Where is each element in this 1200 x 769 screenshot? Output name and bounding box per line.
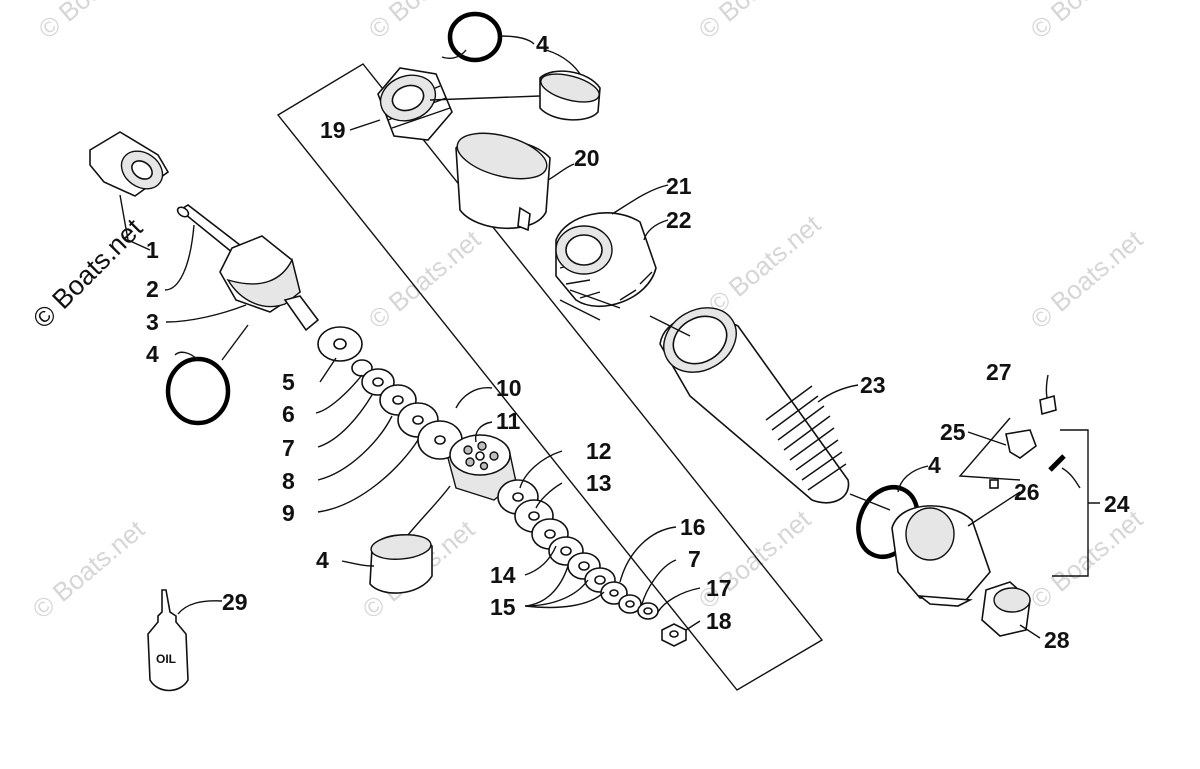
callout-17: 17 — [706, 575, 732, 601]
part-lower-bushing — [981, 581, 1031, 637]
part-shock-body — [659, 307, 850, 504]
watermark: © Boats.net — [703, 209, 827, 320]
watermark: © Boats.net — [1025, 0, 1149, 45]
callout-18: 18 — [706, 608, 732, 634]
watermark: © Boats.net — [1025, 224, 1149, 335]
bottle-label: OIL — [156, 652, 176, 666]
part-schrader-valve — [989, 394, 1066, 489]
callout-9: 9 — [282, 500, 295, 526]
part-piston — [447, 434, 517, 501]
callout-29: 29 — [222, 589, 248, 615]
part-sleeve — [455, 132, 551, 232]
watermark: © Boats.net — [363, 0, 487, 45]
callout-27: 27 — [986, 359, 1012, 385]
part-lower-eye — [891, 505, 991, 607]
watermark: © Boats.net — [363, 224, 487, 335]
callout-labels: 1 2 3 4 4 4 4 5 6 7 7 8 9 10 11 12 13 14… — [146, 31, 1130, 653]
part-seal-head — [377, 67, 453, 141]
callout-19: 19 — [320, 117, 346, 143]
part-upper-bushing — [89, 131, 170, 197]
callout-22: 22 — [666, 207, 692, 233]
watermark: © Boats.net — [27, 514, 151, 625]
callout-23: 23 — [860, 372, 886, 398]
callout-6: 6 — [282, 401, 295, 427]
part-band — [369, 534, 433, 594]
leader-lines — [119, 35, 1100, 639]
callout-4: 4 — [146, 341, 159, 367]
part-oil-bottle: OIL — [147, 589, 189, 692]
callout-13: 13 — [586, 470, 612, 496]
callout-10: 10 — [496, 375, 522, 401]
callout-14: 14 — [490, 562, 516, 588]
callout-20: 20 — [574, 145, 600, 171]
callout-4: 4 — [316, 547, 329, 573]
callout-4: 4 — [536, 31, 549, 57]
callout-15: 15 — [490, 594, 516, 620]
callout-21: 21 — [666, 173, 692, 199]
part-o-ring — [447, 11, 503, 63]
callout-11: 11 — [496, 408, 521, 434]
callout-8: 8 — [282, 468, 295, 494]
callout-4: 4 — [928, 452, 941, 478]
part-band — [539, 70, 601, 121]
callout-7: 7 — [282, 435, 295, 461]
part-shaft-body — [176, 204, 320, 332]
watermark-copyright: © Boats.net — [27, 213, 149, 335]
callout-1: 1 — [146, 237, 159, 263]
callout-25: 25 — [940, 419, 966, 445]
part-o-ring — [165, 356, 231, 426]
callout-12: 12 — [586, 438, 612, 464]
callout-2: 2 — [146, 276, 159, 302]
valve-stack-lower — [497, 479, 687, 647]
callout-24: 24 — [1104, 491, 1130, 517]
callout-26: 26 — [1014, 479, 1040, 505]
callout-3: 3 — [146, 309, 159, 335]
valve-stack-upper — [317, 326, 463, 460]
part-adjuster-nuts — [555, 212, 657, 308]
watermark: © Boats.net — [1025, 504, 1149, 615]
callout-5: 5 — [282, 369, 295, 395]
callout-7: 7 — [688, 546, 701, 572]
watermark: © Boats.net — [33, 0, 157, 45]
watermark: © Boats.net — [693, 0, 817, 45]
callout-16: 16 — [680, 514, 706, 540]
subassembly-outline — [276, 63, 824, 691]
callout-28: 28 — [1044, 627, 1070, 653]
